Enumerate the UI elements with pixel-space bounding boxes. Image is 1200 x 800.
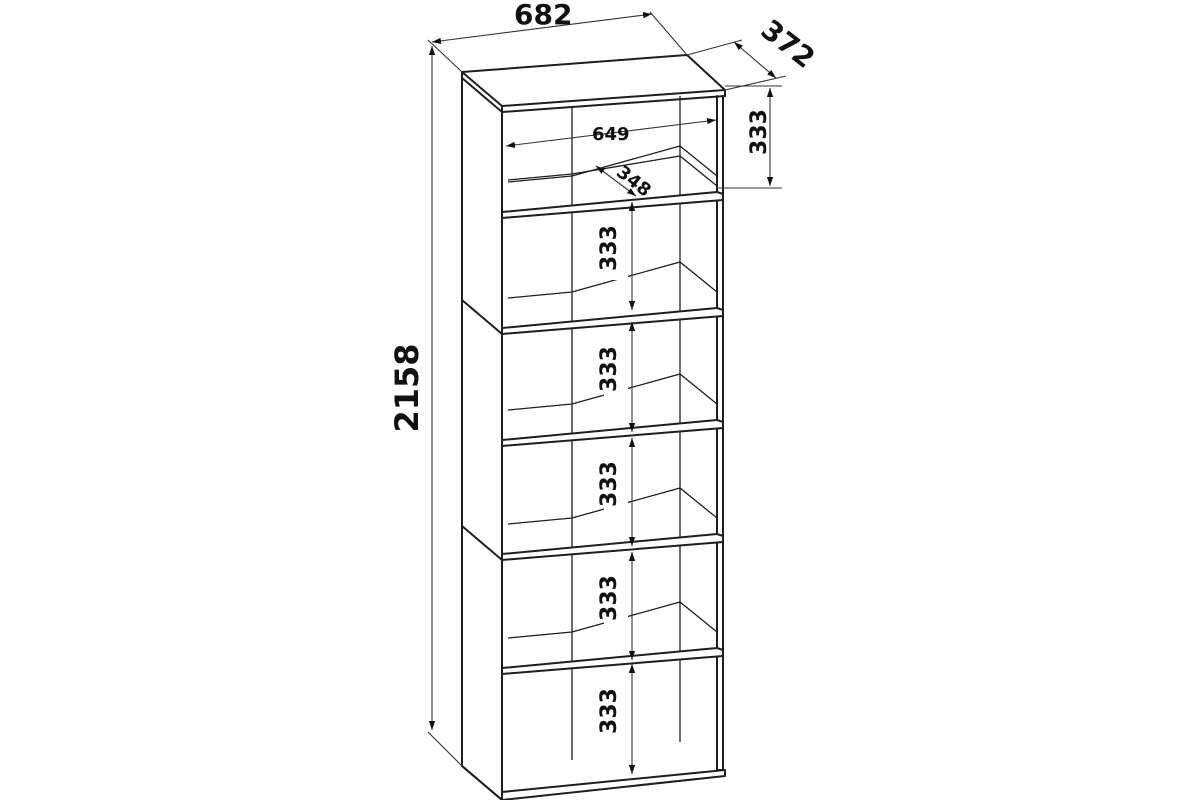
dimension-lines bbox=[427, 11, 787, 767]
inner-depth-label: 348 bbox=[612, 162, 655, 202]
top-compartment-label: 333 bbox=[747, 109, 772, 155]
shelf bbox=[501, 145, 724, 219]
inner-width-dimension-line bbox=[505, 117, 717, 149]
label-background bbox=[604, 468, 628, 516]
dimension-labels: 682 372 2158 333 649 348 bbox=[388, 0, 821, 433]
shelf-height-label: 333 bbox=[597, 575, 622, 621]
label-background bbox=[604, 232, 628, 280]
label-background bbox=[604, 695, 628, 743]
depth-label: 372 bbox=[755, 13, 821, 75]
shelf-height-label: 333 bbox=[597, 225, 622, 271]
height-label: 2158 bbox=[388, 343, 426, 432]
width-label: 682 bbox=[514, 0, 572, 31]
shelf bbox=[507, 155, 718, 187]
shelf-height-label: 333 bbox=[597, 346, 622, 392]
bottom-plinth bbox=[501, 769, 726, 800]
inner-depth-dimension-line bbox=[595, 165, 637, 197]
shelves bbox=[501, 145, 724, 675]
depth-dimension-line bbox=[733, 41, 777, 79]
shelf-height-labels: 333 333 333 333 333 bbox=[597, 225, 628, 743]
label-background bbox=[604, 582, 628, 630]
label-background bbox=[604, 353, 628, 401]
cabinet-body bbox=[461, 54, 726, 800]
module-joints bbox=[461, 299, 503, 561]
shelf-height-label: 333 bbox=[597, 688, 622, 734]
left-side-panel bbox=[461, 77, 503, 800]
width-dimension-line bbox=[431, 12, 653, 44]
shelf-height-label: 333 bbox=[597, 461, 622, 507]
inner-width-label: 649 bbox=[592, 124, 630, 145]
